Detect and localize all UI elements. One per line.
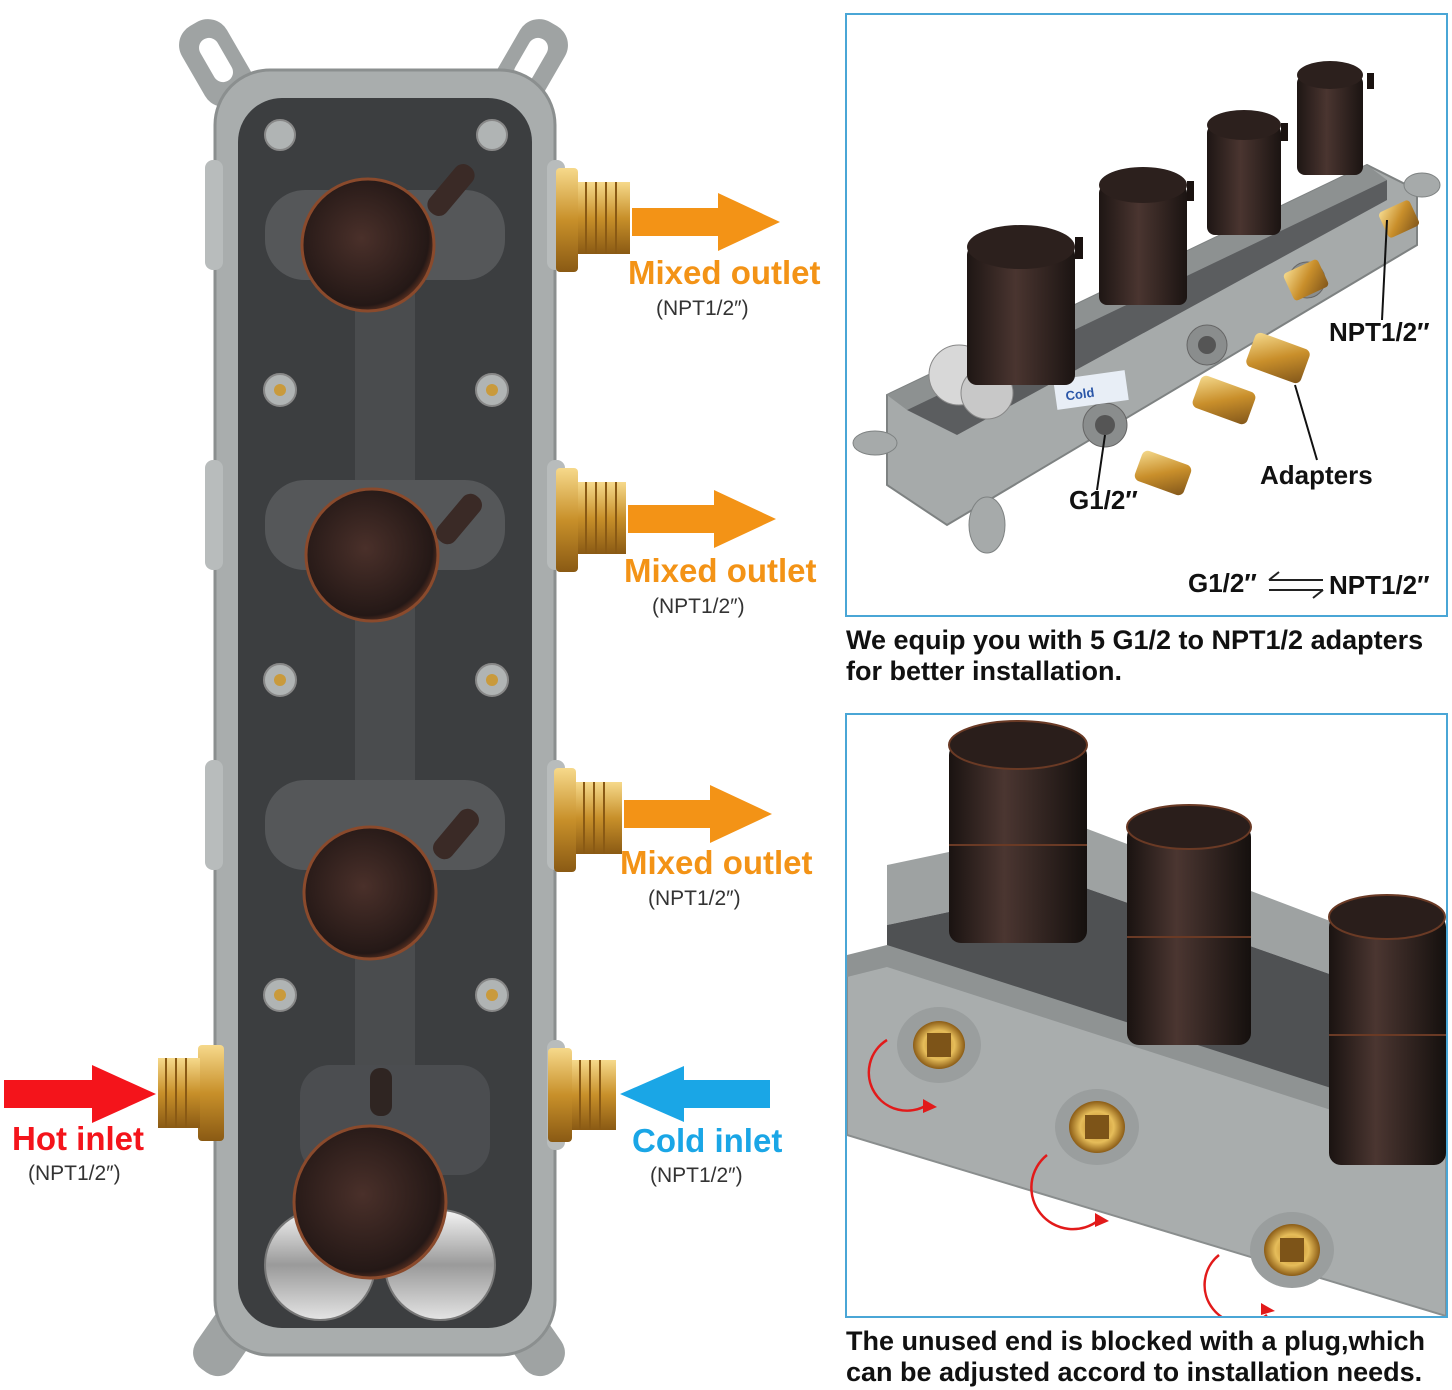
plug-knob-cylinder-2 (1126, 804, 1252, 1045)
outlet-arrow-1 (632, 193, 780, 251)
brass-fitting-cold-inlet (548, 1048, 616, 1142)
loose-adapter-1 (1134, 450, 1192, 496)
plug-knob-cylinder-3 (1328, 894, 1446, 1165)
plug-caption: The unused end is blocked with a plug,wh… (846, 1326, 1450, 1388)
knob-cylinder-4 (1297, 61, 1374, 175)
conversion-arrows-icon (1268, 571, 1324, 599)
brass-fitting-outlet-3 (554, 768, 622, 872)
loose-adapter-3 (1246, 332, 1310, 384)
knob-cylinder-2 (1099, 167, 1194, 305)
outlet-label-2: Mixed outlet (624, 552, 817, 589)
loose-adapter-2 (1192, 375, 1256, 425)
plug-knob-cylinder-1 (948, 720, 1088, 943)
g-label: G1/2″ (1069, 485, 1138, 515)
outlet-arrow-2 (628, 490, 776, 548)
brass-fitting-hot-inlet (158, 1045, 224, 1141)
rotate-arrow-3-icon (1203, 1254, 1268, 1316)
hot-inlet-label: Hot inlet (12, 1120, 144, 1157)
brass-plug-2 (1055, 1089, 1139, 1165)
adapters-caption-line-2: for better installation. (846, 656, 1123, 687)
adapters-caption: We equip you with 5 G1/2 to NPT1/2 adapt… (846, 625, 1450, 687)
valve-body-illustration (4, 19, 780, 1377)
valve-knob-3 (302, 808, 479, 961)
thermostatic-cartridge (264, 1065, 496, 1321)
adapters-caption-line-1: We equip you with 5 G1/2 to NPT1/2 adapt… (846, 625, 1424, 655)
knob-cylinder-3 (1207, 110, 1288, 235)
outlet-label-3: Mixed outlet (620, 844, 813, 881)
brass-plug-3 (1250, 1212, 1334, 1288)
plug-caption-line-1: The unused end is blocked with a plug,wh… (846, 1326, 1426, 1356)
adapters-label: Adapters (1260, 460, 1373, 490)
plug-photo (847, 720, 1446, 1316)
outlet-spec-2: (NPT1/2″) (652, 595, 745, 618)
conversion-right-label: NPT1/2″ (1329, 570, 1430, 600)
valve-knob-1 (300, 164, 475, 313)
hot-inlet-spec: (NPT1/2″) (28, 1162, 121, 1185)
rotate-arrow-2-icon (1030, 1154, 1100, 1231)
brass-plug-1 (897, 1007, 981, 1083)
cold-stamp: Cold (1065, 385, 1096, 404)
brass-fitting-outlet-1 (556, 168, 630, 272)
outlet-arrow-3 (624, 785, 772, 843)
rotate-arrow-1-icon (867, 1038, 928, 1112)
plug-caption-line-2: can be adjusted accord to installation n… (846, 1357, 1423, 1388)
hot-inlet-arrow (4, 1065, 156, 1123)
adapters-photo: Cold (852, 61, 1441, 599)
cold-inlet-arrow (620, 1066, 770, 1122)
rotate-arrow-icons (867, 1038, 1268, 1316)
npt-label: NPT1/2″ (1329, 317, 1430, 347)
cold-inlet-spec: (NPT1/2″) (650, 1164, 743, 1187)
adapters-photo-panel: Cold (845, 13, 1448, 617)
outlet-label-1: Mixed outlet (628, 254, 821, 291)
outlet-spec-3: (NPT1/2″) (648, 887, 741, 910)
conversion-left-label: G1/2″ (1188, 568, 1257, 598)
valve-knob-2 (304, 487, 482, 623)
plug-photo-panel (845, 713, 1448, 1318)
cold-inlet-label: Cold inlet (632, 1122, 783, 1159)
knob-cylinder-1 (967, 225, 1083, 385)
brass-fitting-outlet-2 (556, 468, 626, 572)
outlet-spec-1: (NPT1/2″) (656, 297, 749, 320)
